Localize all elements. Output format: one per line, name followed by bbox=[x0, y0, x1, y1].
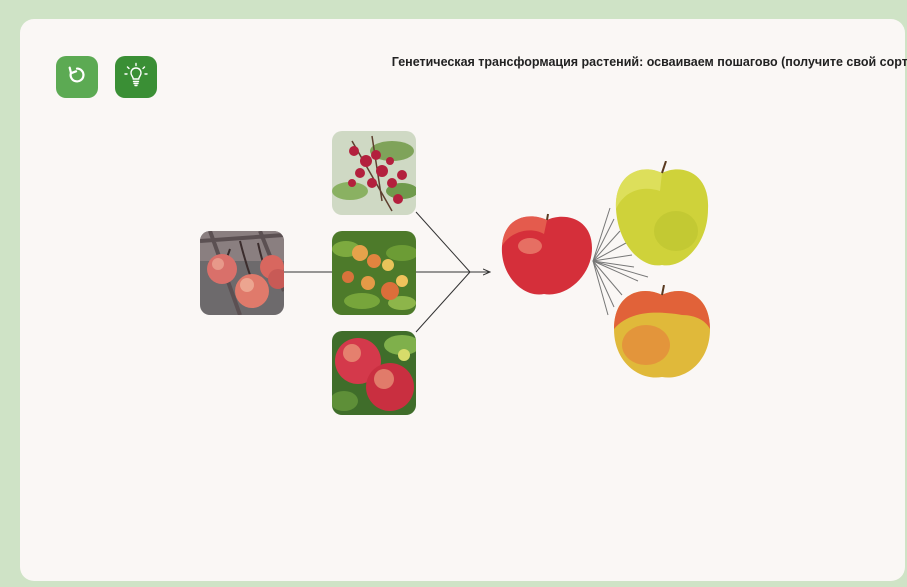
offspring-apple-green-image[interactable] bbox=[612, 160, 712, 276]
connector-lines bbox=[284, 207, 649, 333]
main-card: Генетическая трансформация растений: осв… bbox=[20, 19, 907, 581]
variant-image-red-apples[interactable] bbox=[332, 331, 416, 415]
reset-button[interactable] bbox=[56, 56, 98, 98]
page-title: Генетическая трансформация растений: осв… bbox=[391, 55, 907, 69]
reset-icon bbox=[66, 64, 88, 91]
offspring-apple-red-yellow-image[interactable] bbox=[612, 284, 712, 386]
hint-button[interactable] bbox=[115, 56, 157, 98]
lightbulb-icon bbox=[123, 62, 149, 93]
parent-plant-image[interactable] bbox=[200, 231, 284, 315]
result-apple-image[interactable] bbox=[500, 212, 594, 303]
variant-image-red-berries[interactable] bbox=[332, 131, 416, 215]
variant-image-yellow-apples[interactable] bbox=[332, 231, 416, 315]
